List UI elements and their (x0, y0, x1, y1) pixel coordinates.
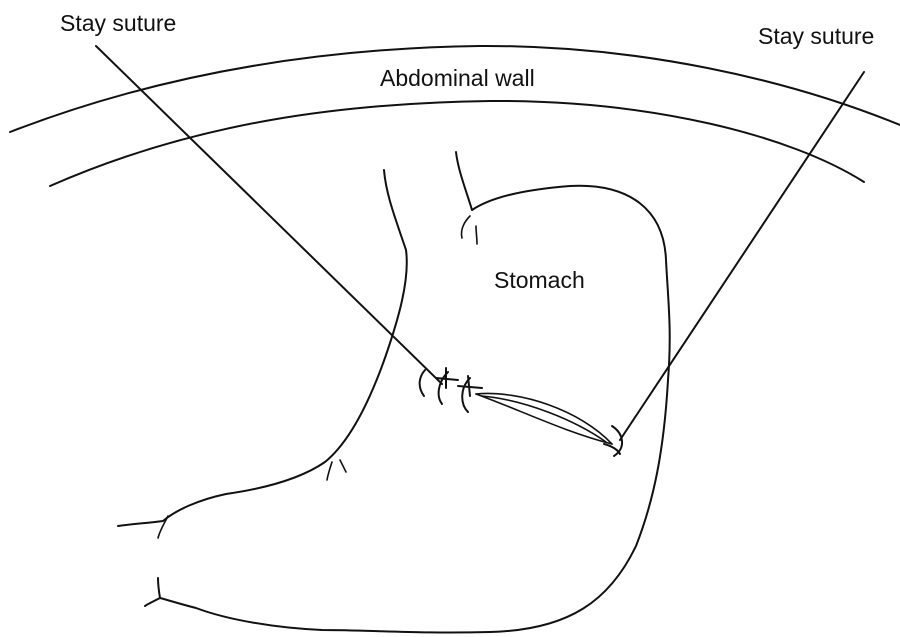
label-stay-suture-left: Stay suture (60, 10, 176, 36)
abdominal-wall-inner-arc (50, 101, 864, 186)
stitch-cross-2b (458, 386, 482, 388)
lesser-curve-tick-1 (327, 462, 332, 480)
ge-junction-mark-2 (476, 226, 477, 244)
stomach-lesser-curvature (118, 170, 407, 526)
stay-sutures (96, 46, 864, 440)
lesser-curve-tick-2 (340, 460, 346, 472)
incision-lower-edge (476, 394, 612, 444)
ge-junction-mark-1 (461, 216, 470, 238)
stomach-pylorus-stub (158, 578, 160, 598)
stomach (118, 152, 670, 633)
stomach-greater-curvature (145, 186, 670, 633)
stay-suture-left-line (96, 46, 442, 384)
stomach-esophagus-right-wall (456, 152, 472, 210)
pylorus-tick (158, 516, 168, 538)
label-stomach: Stomach (494, 267, 585, 293)
label-stay-suture-right: Stay suture (758, 23, 874, 49)
gastrostomy-incision (476, 393, 612, 444)
label-abdominal-wall: Abdominal wall (380, 65, 535, 91)
stitch-1 (420, 370, 425, 396)
stay-suture-right-line (620, 72, 864, 440)
stitch-cross-1b (436, 378, 458, 380)
